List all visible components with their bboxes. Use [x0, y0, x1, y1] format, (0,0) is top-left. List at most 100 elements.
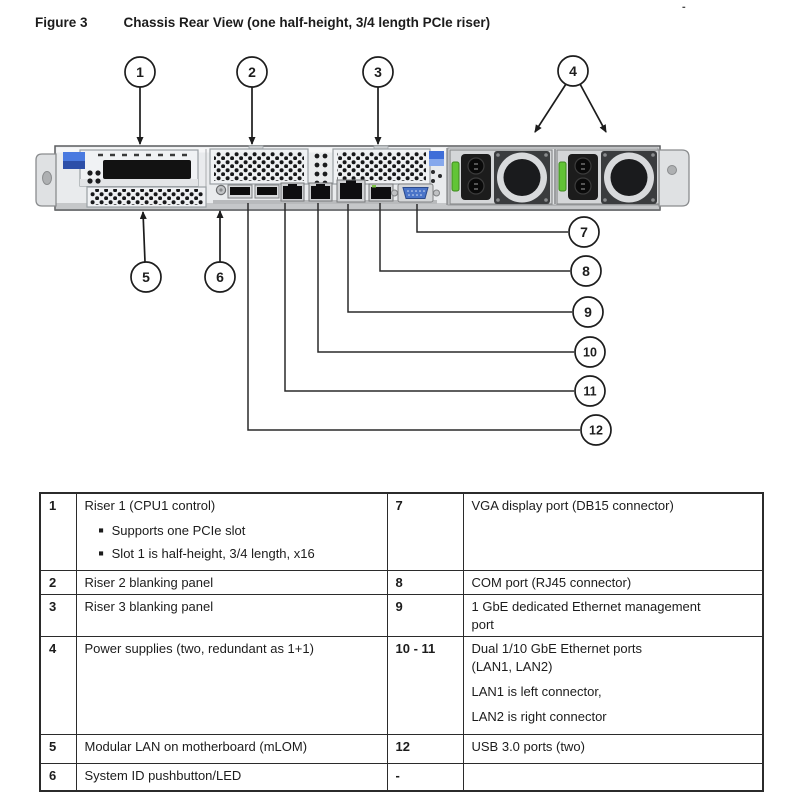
item-number-cell: 5: [39, 733, 77, 764]
item-number-cell: 4: [39, 635, 77, 735]
item-number-cell: 6: [39, 762, 77, 792]
callout-11: 11: [574, 375, 606, 407]
page-corner-mark: -: [682, 1, 686, 13]
item-desc-cell: Riser 2 blanking panel: [75, 569, 388, 595]
item-desc: VGA display port (DB15 connector): [471, 498, 674, 513]
lan2-port: [308, 182, 333, 202]
item-desc-cell: Riser 1 (CPU1 control) ■Supports one PCI…: [75, 492, 388, 571]
vga-port: [391, 183, 440, 203]
item-desc: Riser 1 (CPU1 control): [84, 498, 216, 513]
callout-label: 5: [142, 269, 150, 285]
callout-label: 1: [136, 64, 144, 80]
power-supply-2: [556, 149, 660, 205]
item-number-cell: 12: [386, 733, 464, 764]
callout-label: 3: [374, 64, 382, 80]
callout-9: 9: [572, 296, 604, 328]
riser1-blue-latch: [63, 152, 85, 169]
item-desc: Riser 3 blanking panel: [84, 598, 214, 614]
item-number-cell: 1: [39, 492, 77, 571]
callout-7: 7: [568, 216, 600, 248]
power-supply-1: [449, 149, 553, 205]
table-row: 1 Riser 1 (CPU1 control) ■Supports one P…: [39, 492, 764, 571]
item-number-cell: 7: [386, 492, 464, 571]
riser2-blanking-panel: [209, 145, 309, 185]
rear-ports: [213, 179, 440, 204]
item-desc: Riser 2 blanking panel: [84, 574, 214, 590]
table-row: 3 Riser 3 blanking panel 9 1 GbE dedicat…: [39, 593, 764, 637]
item-desc: Dual 1/10 GbE Ethernet ports (LAN1, LAN2…: [471, 640, 643, 674]
lan1-port: [280, 182, 305, 202]
square-bullet-icon: ■: [98, 547, 104, 558]
right-rack-ear: [658, 149, 690, 207]
leader-line-7: [416, 204, 568, 233]
item-number-cell: 8: [386, 569, 464, 595]
figure-label: Figure 3: [35, 15, 88, 30]
item-desc: 1 GbE dedicated Ethernet management port: [471, 598, 701, 632]
riser3-blue-latch: [429, 151, 444, 183]
item-desc-cell: Power supplies (two, redundant as 1+1): [75, 635, 388, 735]
item-number-cell: 2: [39, 569, 77, 595]
usb-port-1: [227, 184, 253, 199]
leader-line-11: [284, 203, 574, 392]
item-desc: LAN1 is left connector,: [471, 683, 602, 699]
leader-arrow-4a: [534, 83, 567, 133]
callout-label: 12: [589, 424, 603, 438]
psu2-fan: [601, 151, 657, 204]
legend-table: 1 Riser 1 (CPU1 control) ■Supports one P…: [39, 492, 764, 793]
item-desc: COM port (RJ45 connector): [471, 574, 632, 590]
usb-port-2: [254, 184, 280, 199]
bullet-text: Slot 1 is half-height, 3/4 length, x16: [111, 545, 315, 561]
table-row: 5 Modular LAN on motherboard (mLOM) 12 U…: [39, 733, 764, 764]
callout-8: 8: [570, 255, 602, 287]
square-bullet-icon: ■: [98, 524, 104, 535]
item-desc-cell: System ID pushbutton/LED: [75, 762, 388, 792]
callout-label: 9: [584, 304, 592, 320]
divider-screw-column: [314, 153, 328, 186]
table-row: 2 Riser 2 blanking panel 8 COM port (RJ4…: [39, 569, 764, 595]
item-desc-cell: Riser 3 blanking panel: [75, 593, 388, 637]
chassis-rear-view-diagram: 1 2 3 4 5 6 7 8: [35, 55, 690, 446]
callout-3: 3: [362, 56, 394, 88]
leader-arrow-4b: [579, 83, 607, 133]
leader-arrow-5: [139, 211, 147, 263]
item-desc: Power supplies (two, redundant as 1+1): [84, 640, 314, 656]
item-number-cell: -: [386, 762, 464, 792]
callout-label: 7: [580, 224, 588, 240]
item-number-cell: 9: [386, 593, 464, 637]
callout-label: 4: [569, 63, 577, 79]
item-desc: Modular LAN on motherboard (mLOM): [84, 738, 308, 754]
item-number-cell: 10 - 11: [386, 635, 464, 735]
item-desc-cell: USB 3.0 ports (two): [462, 733, 764, 764]
callout-12: 12: [580, 414, 612, 446]
callout-label: 2: [248, 64, 256, 80]
leader-line-10: [317, 203, 574, 353]
psu1-fan: [494, 151, 550, 204]
callout-label: 11: [583, 385, 596, 399]
management-ethernet-port: [336, 179, 366, 203]
callout-label: 8: [582, 263, 590, 279]
com-port: [368, 183, 394, 202]
item-desc-cell: Dual 1/10 GbE Ethernet ports (LAN1, LAN2…: [462, 635, 764, 735]
bullet-list: ■Supports one PCIe slot ■ Slot 1 is half-…: [99, 522, 379, 563]
bullet-item: ■Supports one PCIe slot: [99, 522, 379, 540]
item-desc-cell: [462, 762, 764, 792]
item-desc-cell: 1 GbE dedicated Ethernet management port: [462, 593, 764, 637]
riser3-blanking-panel: [332, 145, 431, 185]
callout-2: 2: [236, 56, 268, 88]
leader-line-8: [379, 203, 570, 272]
bullet-item: ■ Slot 1 is half-height, 3/4 length, x16: [99, 545, 379, 563]
item-desc-cell: COM port (RJ45 connector): [462, 569, 764, 595]
item-desc: System ID pushbutton/LED: [84, 767, 242, 783]
callout-label: 6: [216, 269, 224, 285]
table-row: 4 Power supplies (two, redundant as 1+1)…: [39, 635, 764, 735]
figure-caption: Chassis Rear View (one half-height, 3/4 …: [123, 15, 491, 30]
callout-1: 1: [124, 56, 156, 88]
item-desc: LAN2 is right connector: [471, 708, 607, 724]
callout-5: 5: [130, 261, 162, 293]
item-number-cell: 3: [39, 593, 77, 637]
callout-4: 4: [557, 55, 589, 87]
leader-line-12: [247, 203, 580, 431]
callout-10: 10: [574, 336, 606, 368]
item-desc: USB 3.0 ports (two): [471, 738, 585, 754]
